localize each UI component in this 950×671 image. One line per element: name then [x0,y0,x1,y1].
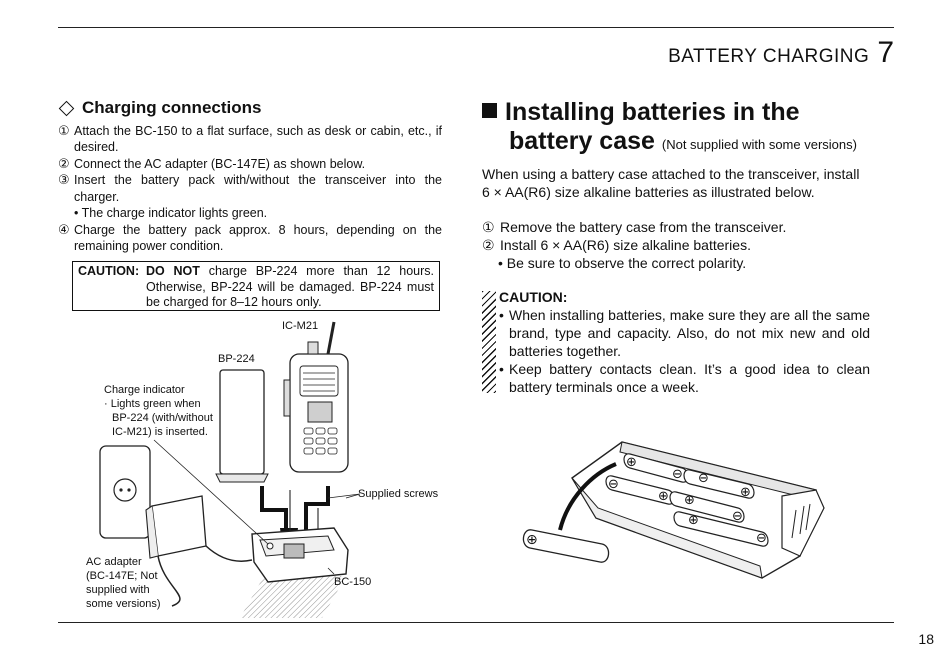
step-text: Connect the AC adapter (BC-147E) as show… [74,156,366,171]
right-step-1: ① Remove the battery case from the trans… [482,218,870,236]
step-1: ① Attach the BC-150 to a flat surface, s… [58,123,442,156]
caution-bullet-1: •When installing batteries, make sure th… [499,307,870,359]
charging-connections-section: Charging connections ① Attach the BC-150… [58,98,442,255]
main-heading: Installing batteries in the battery case… [482,98,870,159]
step-number: ② [58,155,70,171]
battery-case-figure: ⊕⊖ ⊖⊕ ⊖⊕ ⊕⊖ ⊕⊖ ⊕ [512,438,832,593]
heading-line-2: battery case [509,127,655,155]
insert-arrow [558,462,617,531]
caution-block: CAUTION: •When installing batteries, mak… [482,288,870,396]
step-3-note: • The charge indicator lights green. [74,206,268,220]
surface-hatch [240,576,346,618]
svg-text:⊖: ⊖ [698,471,709,486]
chapter-title: BATTERY CHARGING [668,46,870,67]
label-ci-note-3: IC-M21) is inserted. [112,426,208,438]
svg-text:⊕: ⊕ [684,493,695,508]
step-3: ③ Insert the battery pack with/without t… [58,172,442,205]
step-text: Attach the BC-150 to a flat surface, suc… [74,123,442,155]
label-icm21: IC-M21 [282,320,319,332]
ac-adapter [151,495,207,557]
step-2: ② Connect the AC adapter (BC-147E) as sh… [58,156,442,173]
intro-paragraph: When using a battery case attached to th… [482,166,860,200]
step-4: ④ Charge the battery pack approx. 8 hour… [58,222,442,255]
charger-illustration [99,321,361,618]
label-ci-note-1: · Lights green when [104,398,201,410]
step-number: ① [482,219,495,235]
svg-text:⊕: ⊕ [626,455,637,470]
caution-box: CAUTION: DO NOT charge BP-224 more than … [72,261,440,311]
heading-line-1: Installing batteries in the [505,98,800,126]
chapter-number: 7 [877,36,894,69]
step-number: ② [482,237,495,253]
step-number: ① [58,122,70,138]
caution-bullet-2: •Keep battery contacts clean. It’s a goo… [499,361,870,395]
step-number: ④ [58,221,70,237]
battery-cell [673,511,769,547]
caution-bullet-text: Keep battery contacts clean. It’s a good… [509,361,870,395]
label-charge-indicator: Charge indicator [104,384,185,396]
section-heading: Charging connections [58,98,442,117]
right-step-2: ② Install 6 × AA(R6) size alkaline batte… [482,236,870,254]
diamond-icon [58,100,75,117]
caution-body: charge BP-224 more than 12 hours. Otherw… [146,264,434,309]
square-bullet-icon [482,103,497,118]
page-number: 18 [918,631,934,647]
label-ac-adapter-4: some versions) [86,598,161,610]
svg-text:⊕: ⊕ [658,489,669,504]
svg-text:⊖: ⊖ [732,509,743,524]
step-text: Insert the battery pack with/without the… [74,173,442,204]
label-ci-note-2: BP-224 (with/without [112,412,213,424]
svg-text:⊕: ⊕ [526,532,538,548]
label-bc150: BC-150 [334,576,372,588]
caution-label: CAUTION: [78,264,140,278]
caution-bullet-text: When installing batteries, make sure the… [509,307,870,359]
loose-battery [522,529,610,563]
svg-text:⊖: ⊖ [756,531,767,546]
svg-text:⊖: ⊖ [672,467,683,482]
bp224-battery [219,369,265,475]
caution-hatch [482,291,496,393]
top-rule [58,27,894,28]
step-text: Install 6 × AA(R6) size alkaline batteri… [500,237,751,253]
battery-case-illustration: ⊕⊖ ⊖⊕ ⊖⊕ ⊕⊖ ⊕⊖ ⊕ [522,441,825,579]
step-number: ③ [58,172,70,187]
polarity-note: • Be sure to observe the correct polarit… [498,255,747,271]
svg-text:⊖: ⊖ [608,477,619,492]
step-text: Charge the battery pack approx. 8 hours,… [74,222,442,254]
chapter-header: BATTERY CHARGING 7 [668,36,894,70]
bottom-rule [58,622,894,623]
label-bp224: BP-224 [218,353,255,365]
label-supplied-screws: Supplied screws [358,488,439,500]
battery-cell [683,469,755,499]
step-text: Remove the battery case from the transce… [500,219,787,235]
battery-cell [669,491,745,523]
heading-note: (Not supplied with some versions) [661,137,857,152]
svg-text:⊕: ⊕ [688,513,699,528]
label-ac-adapter-2: (BC-147E; Not [86,570,158,582]
label-ac-adapter-1: AC adapter [86,556,142,568]
installing-batteries-section: Installing batteries in the battery case… [482,98,870,272]
caution-text: DO NOT charge BP-224 more than 12 hours.… [146,264,434,311]
caution-strong: DO NOT [146,264,200,278]
section-heading-text: Charging connections [82,98,262,117]
label-ac-adapter-3: supplied with [86,584,150,596]
caution-heading: CAUTION: [499,289,568,305]
charger-figure: IC-M21 BP-224 Charge indicator · Lights … [84,318,444,618]
charge-indicator-lamp [266,542,274,550]
svg-text:⊕: ⊕ [740,485,751,500]
